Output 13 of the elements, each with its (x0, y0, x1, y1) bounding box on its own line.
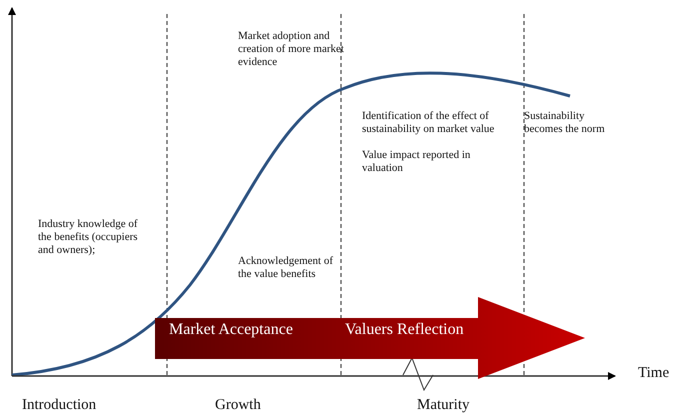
phase-label: Introduction (22, 397, 96, 414)
arrow-label: Market Acceptance (169, 321, 293, 339)
annotation: Industry knowledge of the benefits (occupiers and owners); (38, 218, 139, 257)
annotation: Acknowledgement of the value benefits (238, 255, 334, 281)
block-arrow (155, 297, 587, 379)
axis-label: Time (638, 365, 670, 382)
annotation: Market adoption and creation of more market evidence (238, 30, 345, 69)
annotation: Sustainability becomes the norm (524, 110, 606, 136)
annotation: Identification of the effect of sustainability on market value (362, 110, 496, 136)
arrow-label: Valuers Reflection (345, 321, 464, 339)
annotation: Value impact reported in valuation (362, 149, 472, 175)
phase-label: Growth (215, 397, 261, 414)
phase-label: Maturity (417, 397, 470, 414)
